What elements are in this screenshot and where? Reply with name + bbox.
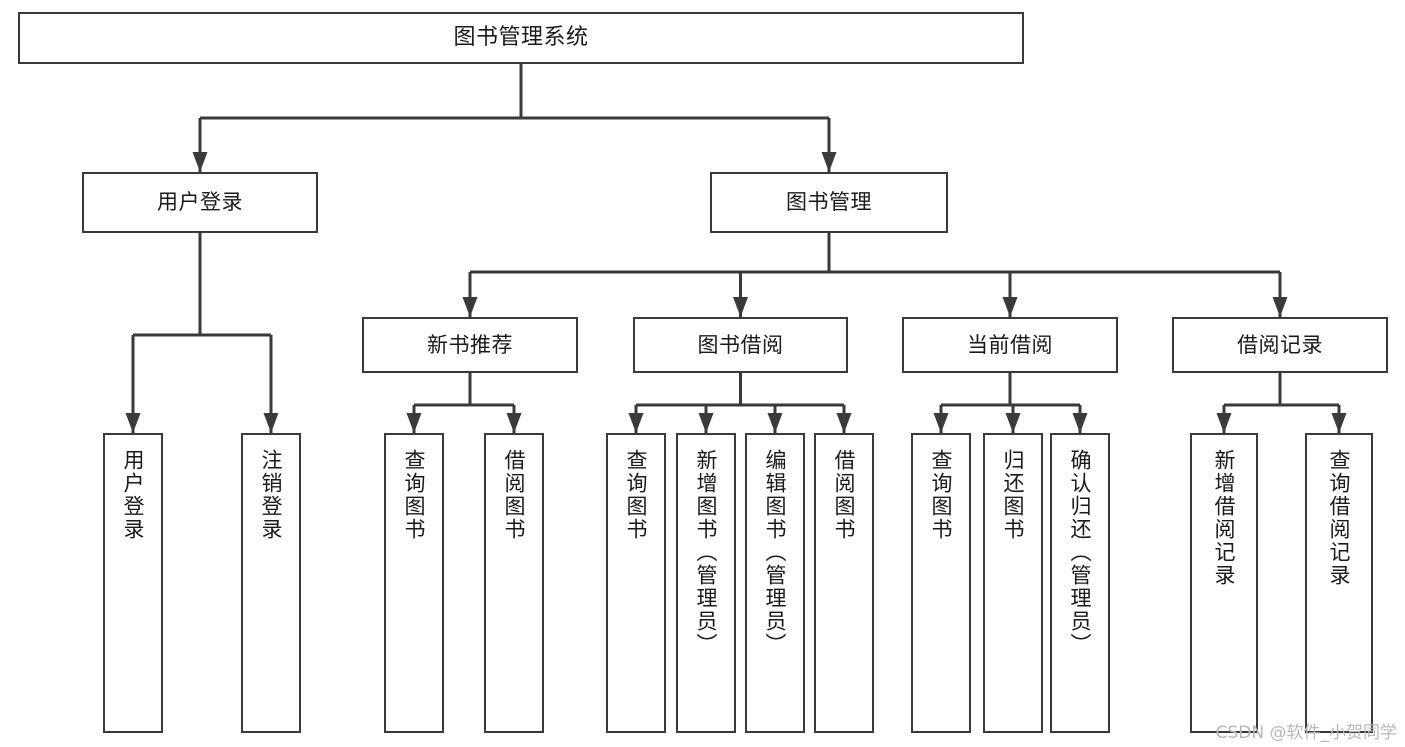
- node-label: 归还图书: [1001, 449, 1026, 541]
- leaf-add-record[interactable]: 新增借阅记录: [1190, 433, 1258, 733]
- csdn-watermark: CSDN @软件_小贺同学: [1215, 723, 1397, 743]
- leaf-borrow-book-rec[interactable]: 借阅图书: [484, 433, 544, 733]
- node-book-borrow[interactable]: 图书借阅: [633, 317, 848, 373]
- node-root-system[interactable]: 图书管理系统: [18, 12, 1024, 64]
- node-label: 图书管理系统: [453, 25, 589, 51]
- node-label: 借阅记录: [1237, 332, 1323, 357]
- leaf-logout[interactable]: 注销登录: [241, 433, 301, 733]
- node-label: 新增图书（管理员）: [694, 449, 719, 656]
- node-label: 当前借阅: [967, 332, 1053, 357]
- node-label: 借阅图书: [832, 449, 857, 541]
- node-label: 查询借阅记录: [1327, 449, 1352, 587]
- node-current-borrow[interactable]: 当前借阅: [902, 317, 1118, 373]
- node-label: 借阅图书: [502, 449, 527, 541]
- node-label: 查询图书: [402, 449, 427, 541]
- node-label: 用户登录: [157, 190, 243, 215]
- node-user-login[interactable]: 用户登录: [82, 172, 318, 233]
- node-book-management[interactable]: 图书管理: [710, 172, 948, 233]
- node-label: 查询图书: [624, 449, 649, 541]
- node-label: 用户登录: [121, 449, 146, 541]
- node-label: 图书管理: [786, 190, 872, 215]
- leaf-query-book-bor[interactable]: 查询图书: [606, 433, 666, 733]
- leaf-confirm-return[interactable]: 确认归还（管理员）: [1050, 433, 1110, 733]
- leaf-query-book-rec[interactable]: 查询图书: [384, 433, 444, 733]
- node-label: 确认归还（管理员）: [1068, 449, 1093, 656]
- leaf-add-book[interactable]: 新增图书（管理员）: [676, 433, 736, 733]
- node-label: 图书借阅: [697, 332, 784, 357]
- node-label: 新增借阅记录: [1212, 449, 1237, 587]
- node-label: 注销登录: [259, 449, 284, 541]
- node-new-book-recommend[interactable]: 新书推荐: [362, 317, 578, 373]
- leaf-edit-book[interactable]: 编辑图书（管理员）: [745, 433, 805, 733]
- leaf-query-record[interactable]: 查询借阅记录: [1305, 433, 1373, 733]
- leaf-return-book[interactable]: 归还图书: [983, 433, 1043, 733]
- leaf-borrow-book-bor[interactable]: 借阅图书: [814, 433, 874, 733]
- leaf-query-book-cur[interactable]: 查询图书: [911, 433, 971, 733]
- leaf-user-login[interactable]: 用户登录: [103, 433, 163, 733]
- node-label: 新书推荐: [427, 332, 513, 357]
- node-label: 编辑图书（管理员）: [763, 449, 788, 656]
- node-label: 查询图书: [929, 449, 954, 541]
- node-borrow-record[interactable]: 借阅记录: [1172, 317, 1388, 373]
